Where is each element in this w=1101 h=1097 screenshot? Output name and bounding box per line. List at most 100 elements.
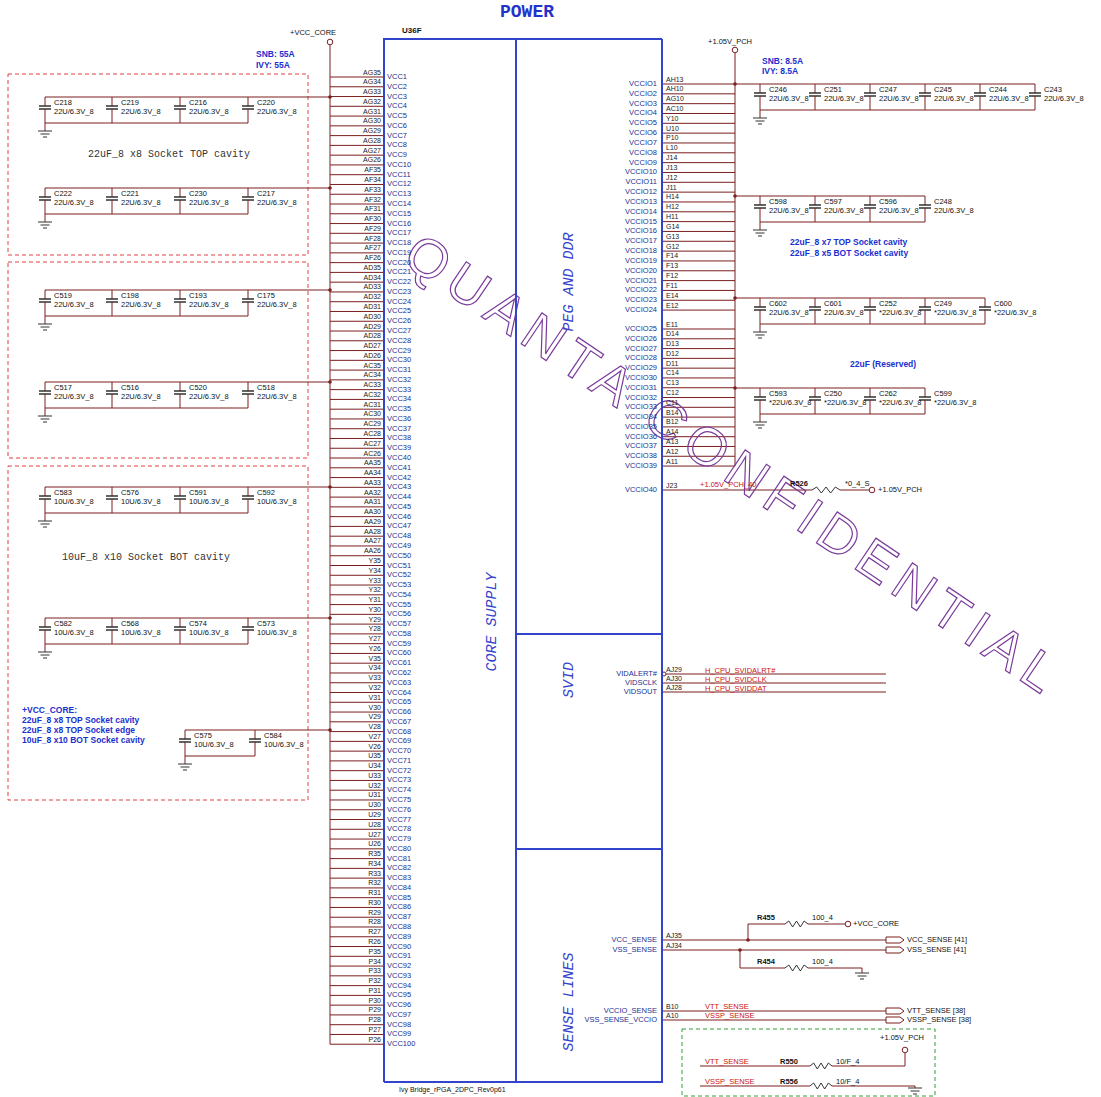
pin-wire bbox=[330, 672, 383, 673]
pin-wire bbox=[330, 77, 383, 78]
pin-wire bbox=[662, 221, 735, 222]
capacitor-lead bbox=[815, 298, 816, 307]
pin-wire bbox=[330, 585, 383, 586]
pin-name: VCC31 bbox=[387, 366, 411, 374]
ground-rail bbox=[185, 756, 255, 757]
pin-name: VCC23 bbox=[387, 288, 411, 296]
pin-name: VCCIO20 bbox=[625, 267, 657, 275]
pin-name: VCC13 bbox=[387, 190, 411, 198]
capacitor-lead bbox=[760, 400, 761, 414]
note: 22uF_8 x8 TOP Socket edge bbox=[22, 726, 135, 735]
junction-dot bbox=[733, 194, 737, 198]
pin-wire bbox=[662, 201, 735, 202]
pin-wire bbox=[662, 692, 886, 693]
capacitor-lead bbox=[45, 382, 46, 391]
capacitor-symbol bbox=[919, 92, 931, 93]
pin-wire bbox=[662, 231, 735, 232]
pin-wire bbox=[330, 917, 383, 918]
pin-name: VCCIO18 bbox=[625, 247, 657, 255]
ground-symbol bbox=[753, 118, 767, 119]
pin-number: AF30 bbox=[364, 215, 381, 222]
pin-number: B12 bbox=[666, 418, 678, 425]
pin-wire bbox=[330, 487, 383, 488]
capacitor-lead bbox=[248, 618, 249, 627]
ic-symbol: U36FIvy Bridge_rPGA_2DPC_Rev0p61CORE SUP… bbox=[383, 38, 662, 1082]
part-name: C221 bbox=[121, 190, 139, 198]
part-name: C520 bbox=[189, 384, 207, 392]
pin-number: R29 bbox=[368, 909, 381, 916]
junction-dot bbox=[328, 485, 332, 489]
pin-number: U29 bbox=[368, 811, 381, 818]
pin-number: Y32 bbox=[369, 586, 381, 593]
capacitor-symbol bbox=[242, 196, 254, 197]
capacitor-lead bbox=[870, 388, 871, 397]
part-name: C582 bbox=[54, 620, 72, 628]
capacitor-symbol bbox=[754, 396, 766, 397]
pin-wire bbox=[330, 340, 383, 341]
capacitor-lead bbox=[248, 188, 249, 197]
pin-number: F12 bbox=[666, 272, 678, 279]
pin-name: VCC51 bbox=[387, 562, 411, 570]
junction-dot bbox=[328, 95, 332, 99]
pin-number: D13 bbox=[666, 340, 679, 347]
pin-name: VCC85 bbox=[387, 894, 411, 902]
capacitor-symbol bbox=[39, 626, 51, 627]
pin-number: AD33 bbox=[363, 283, 381, 290]
part-name: C252 bbox=[879, 300, 897, 308]
pin-number: P28 bbox=[369, 1016, 381, 1023]
part-name: C218 bbox=[54, 99, 72, 107]
sheet-title: POWER bbox=[500, 3, 554, 21]
capacitor-lead bbox=[112, 290, 113, 299]
part-value: *22U/6.3V_8 bbox=[934, 309, 977, 317]
capacitor-symbol bbox=[864, 92, 876, 93]
pin-number: A10 bbox=[666, 1012, 678, 1019]
ground-lead bbox=[185, 756, 186, 764]
pin-wire bbox=[662, 152, 735, 153]
pin-wire bbox=[330, 799, 383, 800]
ground-symbol bbox=[38, 652, 52, 653]
pin-wire bbox=[330, 252, 383, 253]
power-port bbox=[869, 487, 875, 493]
pin-wire bbox=[330, 262, 383, 263]
capacitor-lead bbox=[985, 310, 986, 324]
capacitor-symbol bbox=[174, 298, 186, 299]
part-name: C583 bbox=[54, 489, 72, 497]
capacitor-lead bbox=[925, 96, 926, 110]
pin-wire bbox=[662, 142, 735, 143]
pin-number: A12 bbox=[666, 448, 678, 455]
capacitor-lead bbox=[45, 394, 46, 408]
pin-wire bbox=[662, 329, 735, 330]
pin-wire bbox=[330, 565, 383, 566]
part-value: 22U/6.3V_8 bbox=[257, 393, 297, 401]
part-value: 22U/6.3V_8 bbox=[257, 301, 297, 309]
part-value: *22U/6.3V_8 bbox=[879, 399, 922, 407]
note: 10uF_8 x10 Socket BOT cavity bbox=[62, 553, 230, 563]
pin-name: VCCIO30 bbox=[625, 374, 657, 382]
pin-number: AG30 bbox=[363, 117, 381, 124]
net-label: +VCC_CORE bbox=[853, 920, 899, 928]
rail-wire bbox=[735, 298, 985, 299]
pin-wire bbox=[330, 985, 383, 986]
pin-wire bbox=[662, 290, 735, 291]
part-name: C591 bbox=[189, 489, 207, 497]
capacitor-symbol bbox=[974, 92, 986, 93]
pin-name: VCC47 bbox=[387, 522, 411, 530]
pin-wire bbox=[330, 780, 383, 781]
net-label: 100_4 bbox=[812, 958, 833, 966]
pin-name: VCC15 bbox=[387, 210, 411, 218]
part-name: C602 bbox=[769, 300, 787, 308]
capacitor-lead bbox=[180, 618, 181, 627]
pin-wire bbox=[330, 878, 383, 879]
pin-number: AD31 bbox=[363, 303, 381, 310]
pin-name: VCCIO8 bbox=[629, 149, 657, 157]
ground-symbol bbox=[41, 134, 50, 135]
pin-wire bbox=[330, 379, 383, 380]
pin-number: AA28 bbox=[364, 528, 381, 535]
pin-wire bbox=[330, 135, 383, 136]
pin-name: VCC93 bbox=[387, 972, 411, 980]
pin-name: VCCIO7 bbox=[629, 139, 657, 147]
capacitor-symbol bbox=[39, 495, 51, 496]
pin-name: VCC36 bbox=[387, 415, 411, 423]
rail-wire bbox=[45, 487, 330, 488]
part-value: 22U/6.3V_8 bbox=[769, 207, 809, 215]
